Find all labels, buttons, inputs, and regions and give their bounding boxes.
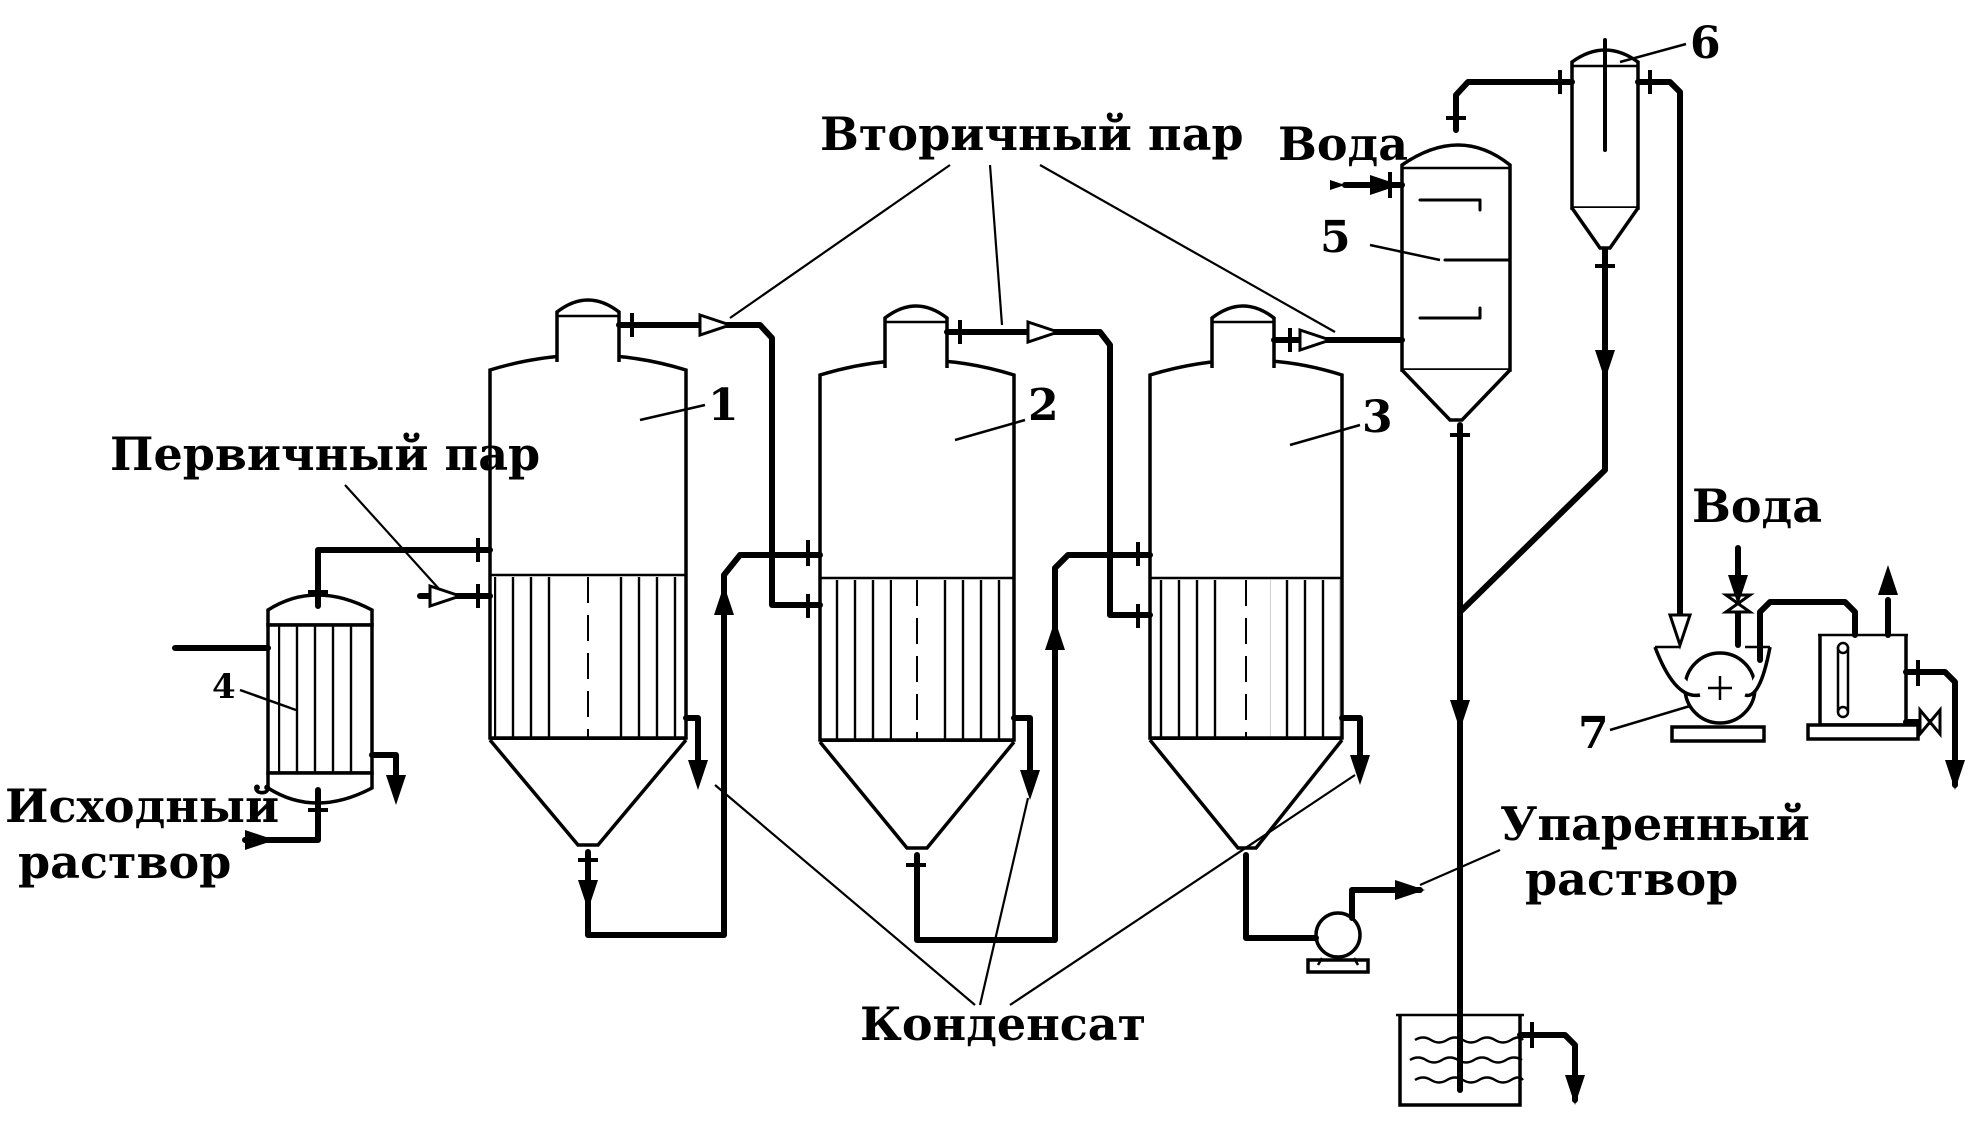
label-condensate: Конденсат [860,997,1146,1051]
evaporator-1 [488,298,706,847]
label-leaders [344,164,1501,1006]
flow-arrows-hollow [428,312,1693,650]
number-evaporator-2: 2 [1028,380,1059,431]
water-separator-tank [1806,633,1920,741]
vacuum-pump-7 [1609,645,1772,743]
label-evaporated-solution-line1: Упаренный [1500,797,1810,851]
label-evaporated-solution-line2: раствор [1525,852,1738,906]
number-vacuum-pump-7: 7 [1578,708,1609,759]
number-trap-6: 6 [1690,18,1721,69]
number-condenser-5: 5 [1320,212,1351,263]
label-initial-solution-line2: раствор [18,835,231,889]
condenser-5 [1369,143,1512,422]
product-pump [1306,911,1370,974]
label-secondary-steam: Вторичный пар [820,107,1244,161]
label-initial-solution-line1: Исходный [5,779,279,833]
number-heater-4: 4 [212,667,236,707]
trap-6 [1570,38,1687,250]
pipelines [172,79,1958,1103]
evaporator-3 [1148,304,1361,850]
label-water-right: Вода [1692,479,1822,533]
flow-arrows-solid [245,175,1965,1105]
number-evaporator-1: 1 [708,380,739,431]
heater-4 [239,593,374,805]
label-water-top: Вода [1278,117,1408,171]
flanges [308,70,1920,1048]
evaporator-2 [818,304,1026,850]
number-evaporator-3: 3 [1362,392,1393,443]
label-primary-steam: Первичный пар [110,427,540,481]
valves [1721,593,1942,739]
